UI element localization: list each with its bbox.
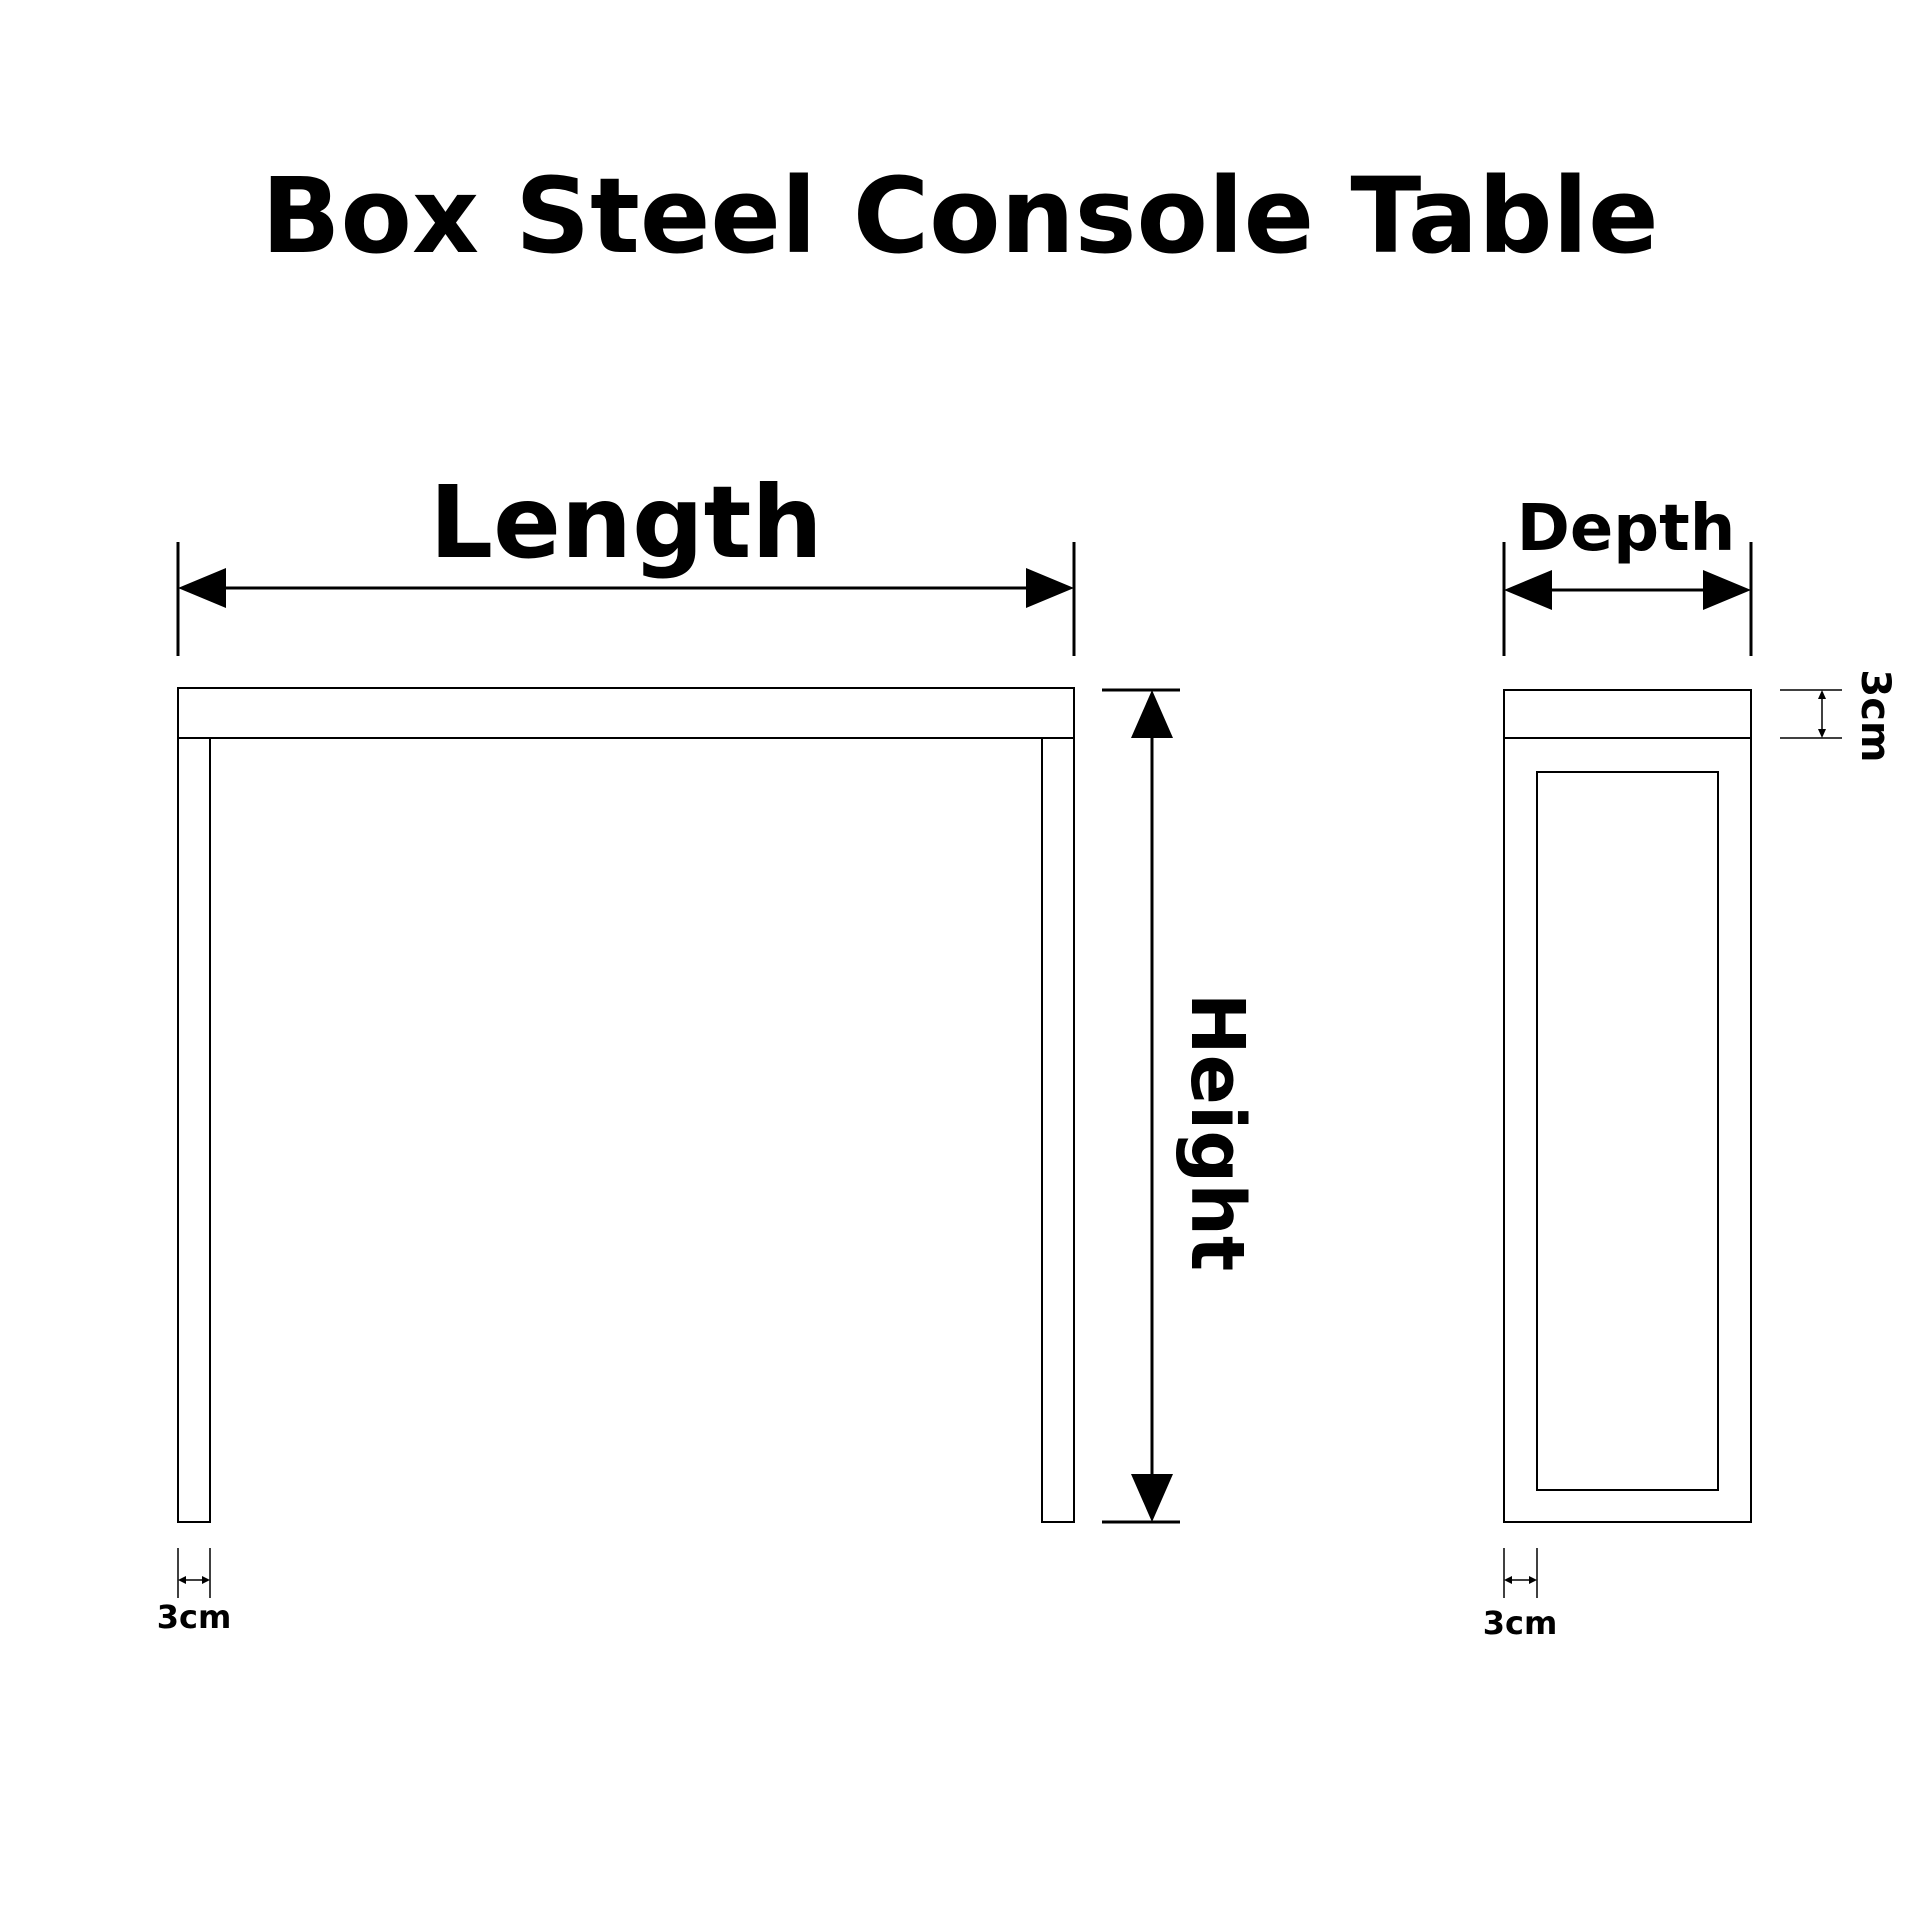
leg-thickness-arrow-right-icon	[202, 1576, 210, 1584]
length-label: Length	[429, 464, 822, 581]
table-front-outline	[177, 687, 1075, 1523]
depth-label: Depth	[1517, 492, 1736, 566]
leg-thickness-dimension: 3cm	[157, 1548, 232, 1636]
top-thickness-arrow-bottom-icon	[1818, 729, 1826, 738]
frame-thickness-dimension: 3cm	[1483, 1548, 1558, 1642]
leg-thickness-arrow-left-icon	[178, 1576, 186, 1584]
length-arrow-right-icon	[1026, 568, 1074, 608]
front-view: Length Height 3cm	[157, 464, 1260, 1636]
top-thickness-label: 3cm	[1852, 669, 1898, 762]
frame-thickness-arrow-right-icon	[1529, 1576, 1537, 1584]
top-thickness-dimension: 3cm	[1780, 669, 1898, 763]
top-thickness-arrow-top-icon	[1818, 690, 1826, 699]
diagram-title: Box Steel Console Table	[261, 155, 1658, 277]
front-right-leg	[1041, 737, 1075, 1523]
side-frame-inner	[1536, 771, 1719, 1491]
length-dimension: Length	[176, 464, 1076, 656]
leg-thickness-label: 3cm	[157, 1598, 232, 1636]
height-arrow-top-icon	[1131, 690, 1173, 738]
side-tabletop	[1503, 689, 1752, 739]
height-arrow-bottom-icon	[1131, 1474, 1173, 1522]
frame-thickness-arrow-left-icon	[1504, 1576, 1512, 1584]
depth-arrow-right-icon	[1703, 570, 1751, 610]
table-side-outline	[1503, 689, 1752, 1523]
height-label: Height	[1174, 993, 1260, 1272]
length-arrow-left-icon	[178, 568, 226, 608]
side-view: Depth 3cm 3cm	[1483, 492, 1898, 1642]
depth-arrow-left-icon	[1504, 570, 1552, 610]
height-dimension: Height	[1102, 688, 1260, 1524]
depth-dimension: Depth	[1502, 492, 1753, 656]
frame-thickness-label: 3cm	[1483, 1604, 1558, 1642]
front-left-leg	[177, 737, 211, 1523]
front-tabletop	[177, 687, 1075, 739]
